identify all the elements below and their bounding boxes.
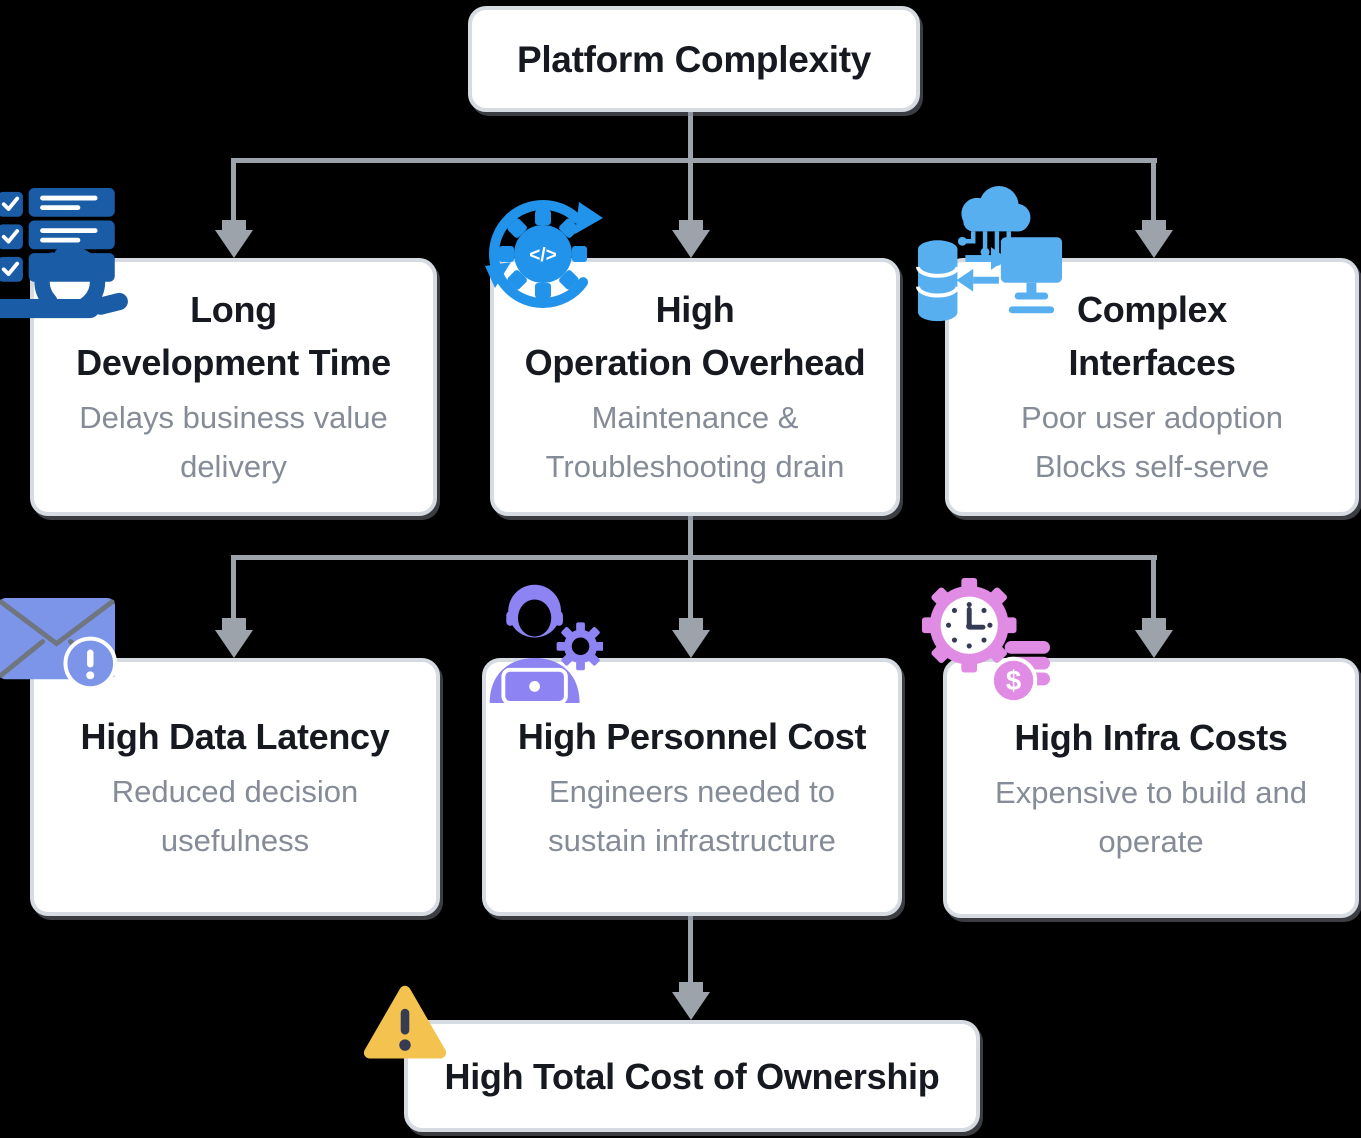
card-subtitle-line: delivery <box>180 449 287 484</box>
card-subtitle-line: Poor user adoption <box>1021 400 1283 435</box>
root-card: Platform Complexity <box>468 6 920 112</box>
card-title-line: High <box>655 289 735 330</box>
card-subtitle-line: Reduced decision <box>111 773 359 809</box>
arrowhead-down-icon <box>1135 630 1173 658</box>
root-card-title: Platform Complexity <box>516 38 872 80</box>
card-subtitle-line: operate <box>1098 823 1204 859</box>
arrowhead-down-icon <box>679 618 703 630</box>
card-subtitle-line: Maintenance & <box>591 400 799 435</box>
arrowhead-down-icon <box>672 630 710 658</box>
svg-text:</>: </> <box>529 245 556 266</box>
card-title-line: Interfaces <box>1068 342 1236 383</box>
engineer-laptop-gear-icon <box>489 584 603 703</box>
result-card-title: High Total Cost of Ownership <box>444 1055 940 1097</box>
arrowhead-down-icon <box>222 220 246 232</box>
connector-stem-2c <box>1151 558 1156 620</box>
servers-sync-icon <box>0 188 128 319</box>
card-subtitle: Engineers needed to sustain infrastructu… <box>548 767 836 865</box>
card-subtitle: Expensive to build and operate <box>995 768 1307 866</box>
card-subtitle-line: Troubleshooting drain <box>545 449 845 484</box>
arrowhead-down-icon <box>215 630 253 658</box>
cloud-database-monitor-icon <box>916 186 1063 322</box>
result-card: High Total Cost of Ownership <box>404 1020 980 1132</box>
connector-hline-2 <box>231 555 1157 560</box>
connector-stem-1b <box>688 161 693 223</box>
gear-clock-coins-icon: $ <box>921 577 1051 703</box>
card-subtitle-line: sustain infrastructure <box>548 822 836 858</box>
card-subtitle-line: usefulness <box>160 822 310 858</box>
arrowhead-down-icon <box>1142 220 1166 232</box>
connector-stem-2a <box>231 558 236 620</box>
connector-stem-2b <box>688 558 693 620</box>
cause-card-high-data-latency: High Data Latency Reduced decision usefu… <box>30 658 440 916</box>
cause-card-complex-interfaces: Complex Interfaces Poor user adoption Bl… <box>945 258 1359 516</box>
card-title-line: High Infra Costs <box>1014 716 1288 758</box>
card-subtitle: Maintenance & Troubleshooting drain <box>546 393 845 491</box>
connector-hline-1 <box>231 158 1157 163</box>
card-title-line: Complex <box>1077 289 1227 330</box>
arrowhead-down-icon <box>672 230 710 258</box>
arrowhead-down-icon <box>679 982 703 994</box>
arrowhead-down-icon <box>679 220 703 232</box>
cause-card-high-personnel-cost: High Personnel Cost Engineers needed to … <box>482 658 902 916</box>
arrowhead-down-icon <box>222 618 246 630</box>
envelope-alert-icon <box>0 597 118 691</box>
arrowhead-down-icon <box>1135 230 1173 258</box>
connector-mid-stem <box>688 514 693 558</box>
warning-triangle-icon <box>363 985 447 1059</box>
card-title-line: High Data Latency <box>80 715 390 757</box>
connector-root-stem <box>688 112 693 160</box>
card-title-line: Operation Overhead <box>524 342 866 383</box>
arrowhead-down-icon <box>672 992 710 1020</box>
connector-stem-1a <box>231 161 236 223</box>
arrowhead-down-icon <box>215 230 253 258</box>
card-subtitle-line: Engineers needed to <box>548 773 836 809</box>
card-title-line: High Personnel Cost <box>517 715 867 757</box>
card-subtitle: Delays business value delivery <box>79 393 387 491</box>
card-subtitle: Reduced decision usefulness <box>112 767 358 865</box>
card-title-line: Long <box>190 289 277 330</box>
card-subtitle-line: Expensive to build and <box>995 774 1307 810</box>
gear-code-refresh-icon: </> <box>485 200 603 308</box>
connector-stem-1c <box>1151 161 1156 223</box>
cause-card-long-development-time: Long Development Time Delays business va… <box>30 258 437 516</box>
card-subtitle-line: Blocks self-serve <box>1034 449 1270 484</box>
card-title-line: Development Time <box>76 342 391 383</box>
svg-text:$: $ <box>1006 665 1021 696</box>
arrowhead-down-icon <box>1142 618 1166 630</box>
card-subtitle: Poor user adoption Blocks self-serve <box>1021 393 1283 491</box>
card-subtitle-line: Delays business value <box>79 400 388 435</box>
connector-bottom-stem <box>688 916 693 984</box>
